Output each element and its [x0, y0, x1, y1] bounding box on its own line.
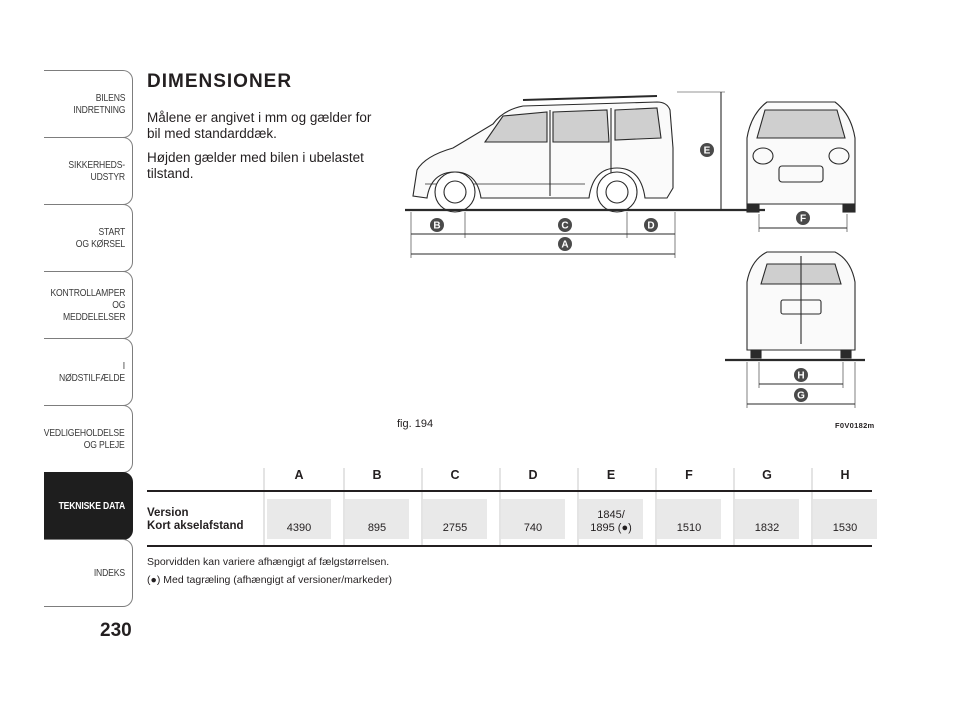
tab-vedligeholdelse[interactable]: VEDLIGEHOLDELSE OG PLEJE — [44, 405, 133, 473]
marker-D-badge: D — [644, 218, 658, 232]
marker-F-badge: F — [796, 211, 810, 225]
column-header: A — [294, 468, 304, 482]
side-window-rear — [614, 107, 662, 141]
marker-A-badge: A — [558, 237, 572, 251]
row-label-wheelbase: Kort akselafstand — [147, 520, 244, 532]
column-header: C — [450, 468, 460, 482]
table-cell: 1530 — [813, 499, 877, 539]
row-label: Version Kort akselafstand — [147, 507, 244, 533]
tab-label: SIKKERHEDS- UDSTYR — [68, 159, 125, 183]
tab-tekniske-data[interactable]: TEKNISKE DATA — [44, 472, 133, 540]
tab-label: VEDLIGEHOLDELSE OG PLEJE — [44, 427, 125, 451]
column-header: H — [840, 468, 850, 482]
figure-caption: fig. 194 — [397, 418, 434, 430]
marker-G-badge: G — [794, 388, 808, 402]
front-wheel — [434, 171, 476, 213]
marker-A: A — [561, 240, 568, 251]
marker-B-badge: B — [430, 218, 444, 232]
vehicle-dimension-drawing: A B C D E F G H — [405, 91, 865, 408]
column-separator — [421, 468, 423, 547]
marker-C: C — [561, 221, 568, 232]
tab-i-nodstilfaelde[interactable]: I NØDSTILFÆLDE — [44, 338, 133, 406]
column-separator — [263, 468, 265, 547]
side-window-middle — [552, 109, 610, 143]
column-separator — [577, 468, 579, 547]
page-number: 230 — [100, 620, 132, 641]
front-windscreen — [756, 109, 846, 139]
side-window-front — [483, 111, 548, 143]
tab-label: START OG KØRSEL — [75, 226, 125, 250]
page-title: DIMENSIONER — [147, 71, 293, 92]
column-separator — [499, 468, 501, 547]
table-rule-top — [147, 490, 872, 492]
marker-E: E — [704, 146, 711, 157]
table-cell: 895 — [345, 499, 409, 539]
column-header: G — [762, 468, 772, 482]
footnote-roof-rails: (●) Med tagræling (afhængigt af versione… — [147, 574, 393, 586]
marker-B: B — [433, 221, 440, 232]
column-separator — [811, 468, 813, 547]
intro-text: Målene er angivet i mm og gælder for bil… — [147, 110, 387, 190]
marker-H-badge: H — [794, 368, 808, 382]
tab-label: INDEKS — [93, 567, 125, 579]
marker-E-badge: E — [700, 143, 714, 157]
marker-G: G — [797, 391, 805, 402]
marker-F: F — [800, 214, 806, 225]
marker-H: H — [797, 371, 804, 382]
marker-D: D — [647, 221, 654, 232]
tab-start-og-korsel[interactable]: START OG KØRSEL — [44, 204, 133, 272]
tab-kontrollamper[interactable]: KONTROLLAMPER OG MEDDELELSER — [44, 271, 133, 339]
table-cell: 4390 — [267, 499, 331, 539]
tab-bilens-indretning[interactable]: BILENS INDRETNING — [44, 70, 133, 138]
table-cell: 740 — [501, 499, 565, 539]
tab-label: TEKNISKE DATA — [58, 500, 126, 512]
intro-paragraph: Højden gælder med bilen i ubelastet tils… — [147, 150, 364, 181]
tab-sikkerhedsudstyr[interactable]: SIKKERHEDS- UDSTYR — [44, 137, 133, 205]
column-separator — [343, 468, 345, 547]
footnote-track: Sporvidden kan variere afhængigt af fælg… — [147, 556, 390, 568]
rear-wheel — [596, 171, 638, 213]
table-cell: 2755 — [423, 499, 487, 539]
chapter-tabs: BILENS INDRETNING SIKKERHEDS- UDSTYR STA… — [44, 70, 133, 607]
column-header: D — [528, 468, 538, 482]
marker-C-badge: C — [558, 218, 572, 232]
table-rule-bottom — [147, 545, 872, 547]
column-separator — [655, 468, 657, 547]
column-header: E — [606, 468, 616, 482]
column-header: F — [685, 468, 693, 482]
row-label-version: Version — [147, 507, 189, 519]
column-header: B — [372, 468, 382, 482]
column-separator — [733, 468, 735, 547]
tab-indeks[interactable]: INDEKS — [44, 539, 133, 607]
intro-paragraph: Målene er angivet i mm og gælder for bil… — [147, 110, 372, 141]
figure-code: F0V0182m — [835, 421, 875, 430]
table-cell: 1845/ 1895 (●) — [579, 499, 643, 539]
tab-label: KONTROLLAMPER OG MEDDELELSER — [50, 287, 125, 323]
tab-label: I NØDSTILFÆLDE — [59, 360, 125, 384]
table-cell: 1832 — [735, 499, 799, 539]
tab-label: BILENS INDRETNING — [73, 92, 125, 116]
table-cell: 1510 — [657, 499, 721, 539]
